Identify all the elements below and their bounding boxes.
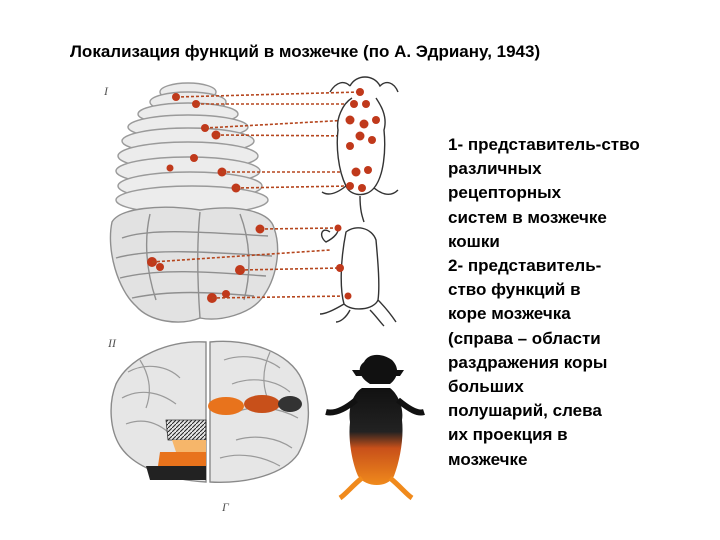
cerebellum-cortex-view xyxy=(110,340,310,483)
caption-item-2: 2- представитель- ство функций в коре мо… xyxy=(448,256,608,469)
projection-silhouette xyxy=(325,354,425,501)
figure-mark-1: I xyxy=(104,84,108,98)
page-title: Локализация функций в мозжечке (по А. Эд… xyxy=(70,42,541,61)
cat-diagram-top xyxy=(321,76,399,223)
cerebellum-lateral-view xyxy=(109,76,399,327)
figure-mark-2: II xyxy=(108,336,116,350)
figure-mark-bottom: Г xyxy=(222,500,229,514)
caption-item-1: 1- представитель-ство различных рецептор… xyxy=(448,135,640,251)
figure-caption: 1- представитель-ство различных рецептор… xyxy=(448,133,698,472)
cat-diagram-bottom xyxy=(319,225,397,327)
